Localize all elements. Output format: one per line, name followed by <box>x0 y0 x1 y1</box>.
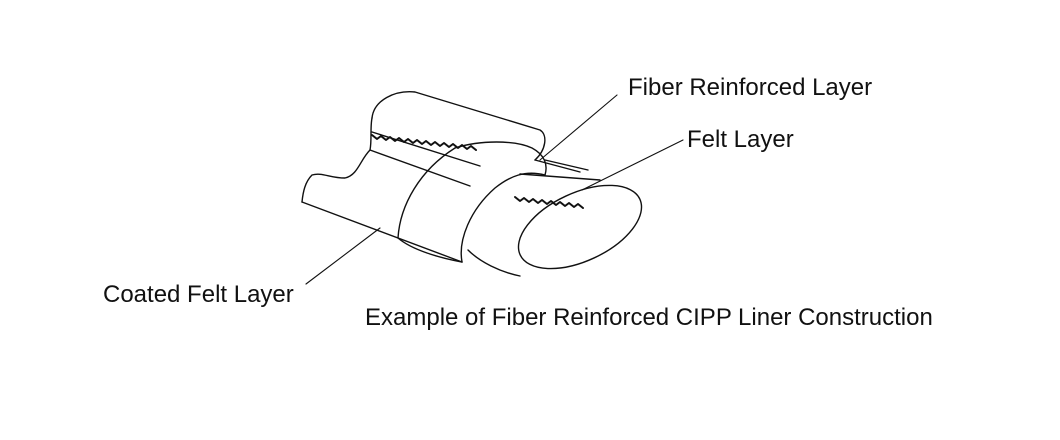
felt-seam-stitch <box>514 196 584 209</box>
label-coated-felt-layer: Coated Felt Layer <box>103 281 294 308</box>
figure-caption: Example of Fiber Reinforced CIPP Liner C… <box>365 304 933 331</box>
leader-line-fiber <box>539 94 618 161</box>
coated-felt-layer-shape <box>301 91 546 263</box>
felt-layer-shape <box>467 159 643 277</box>
label-fiber-reinforced-layer: Fiber Reinforced Layer <box>628 74 873 101</box>
label-felt-layer: Felt Layer <box>687 126 794 153</box>
leader-line-felt <box>581 139 684 191</box>
leader-line-coated <box>305 227 381 285</box>
fiber-reinforced-layer-shape <box>397 141 581 263</box>
